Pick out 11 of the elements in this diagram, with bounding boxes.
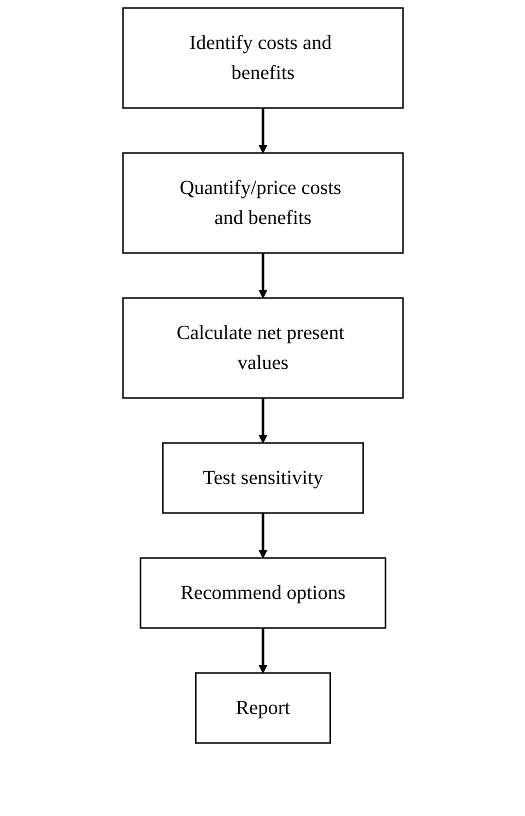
arrow: [258, 253, 267, 298]
node-box: Quantify/price costs and benefits: [122, 152, 404, 254]
arrow: [258, 398, 267, 444]
node-box: Identify costs and benefits: [122, 7, 404, 109]
node-box: Test sensitivity: [162, 442, 364, 514]
node-box: Calculate net present values: [122, 297, 404, 399]
arrow: [258, 628, 267, 674]
arrow: [258, 108, 267, 154]
arrow: [258, 513, 267, 558]
node-box: Report: [194, 672, 330, 744]
node-box: Recommend options: [139, 557, 386, 629]
